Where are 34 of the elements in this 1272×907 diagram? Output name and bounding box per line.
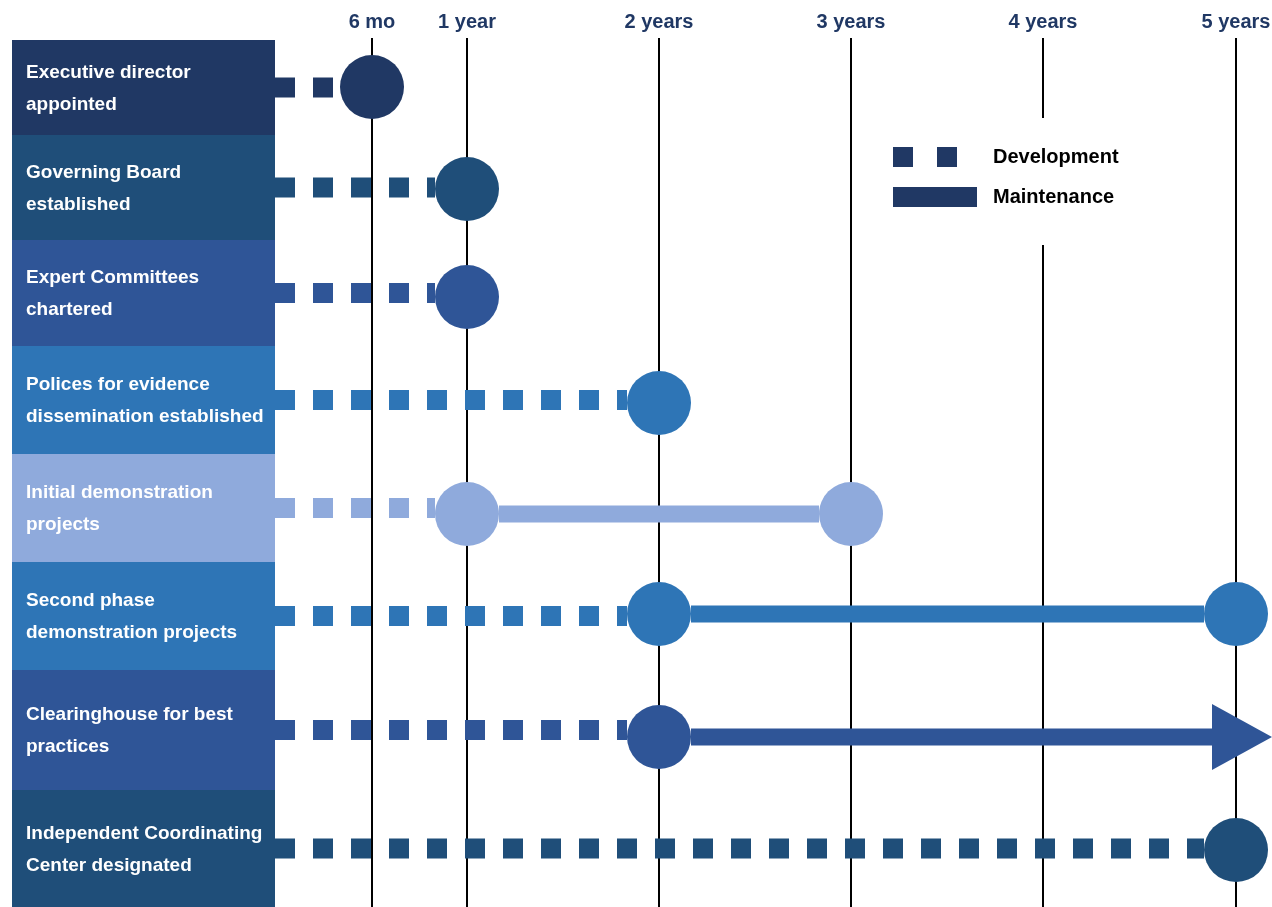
task-name: Expert Committees chartered (26, 265, 201, 321)
task-name: Polices for evidence dissemination established (26, 372, 265, 428)
task-label-box (12, 346, 275, 454)
dashed-connector (275, 177, 435, 198)
task-name: Executive director appointed (26, 59, 192, 116)
dashed-connector (275, 390, 627, 410)
task-label-box (12, 135, 275, 240)
task-label-box (12, 670, 275, 790)
connector-bar (691, 605, 1204, 623)
task-label-box (12, 562, 275, 670)
task-name: Governing Board established (26, 159, 183, 216)
dashed-connector (275, 283, 435, 303)
time-label: 1 year (438, 10, 496, 33)
dashed-connector (275, 720, 627, 740)
arrow (691, 704, 1272, 770)
task-name: Initial demonstration projects (26, 480, 214, 536)
time-label: 2 years (624, 10, 694, 33)
dashed-connector (275, 606, 627, 626)
legend-label: Maintenance (993, 185, 1115, 208)
dashed-connector (275, 498, 435, 518)
dashed-connector (275, 838, 1204, 859)
task-label-box (12, 40, 275, 135)
time-label: 6 mo (348, 10, 396, 33)
task-name: Clearinghouse for best practices (26, 702, 234, 758)
time-label: 4 years (1008, 10, 1078, 33)
connector-bar (499, 505, 819, 523)
task-label-box (12, 454, 275, 562)
task-name: Independent Coordinating Center designated (26, 820, 264, 877)
task-label-box (12, 790, 275, 907)
time-label: 5 years (1201, 10, 1271, 33)
task-label-box (12, 240, 275, 346)
legend-label: Development (993, 145, 1119, 168)
task-name: Second phase demonstration projects (26, 588, 239, 644)
time-label: 3 years (816, 10, 886, 33)
